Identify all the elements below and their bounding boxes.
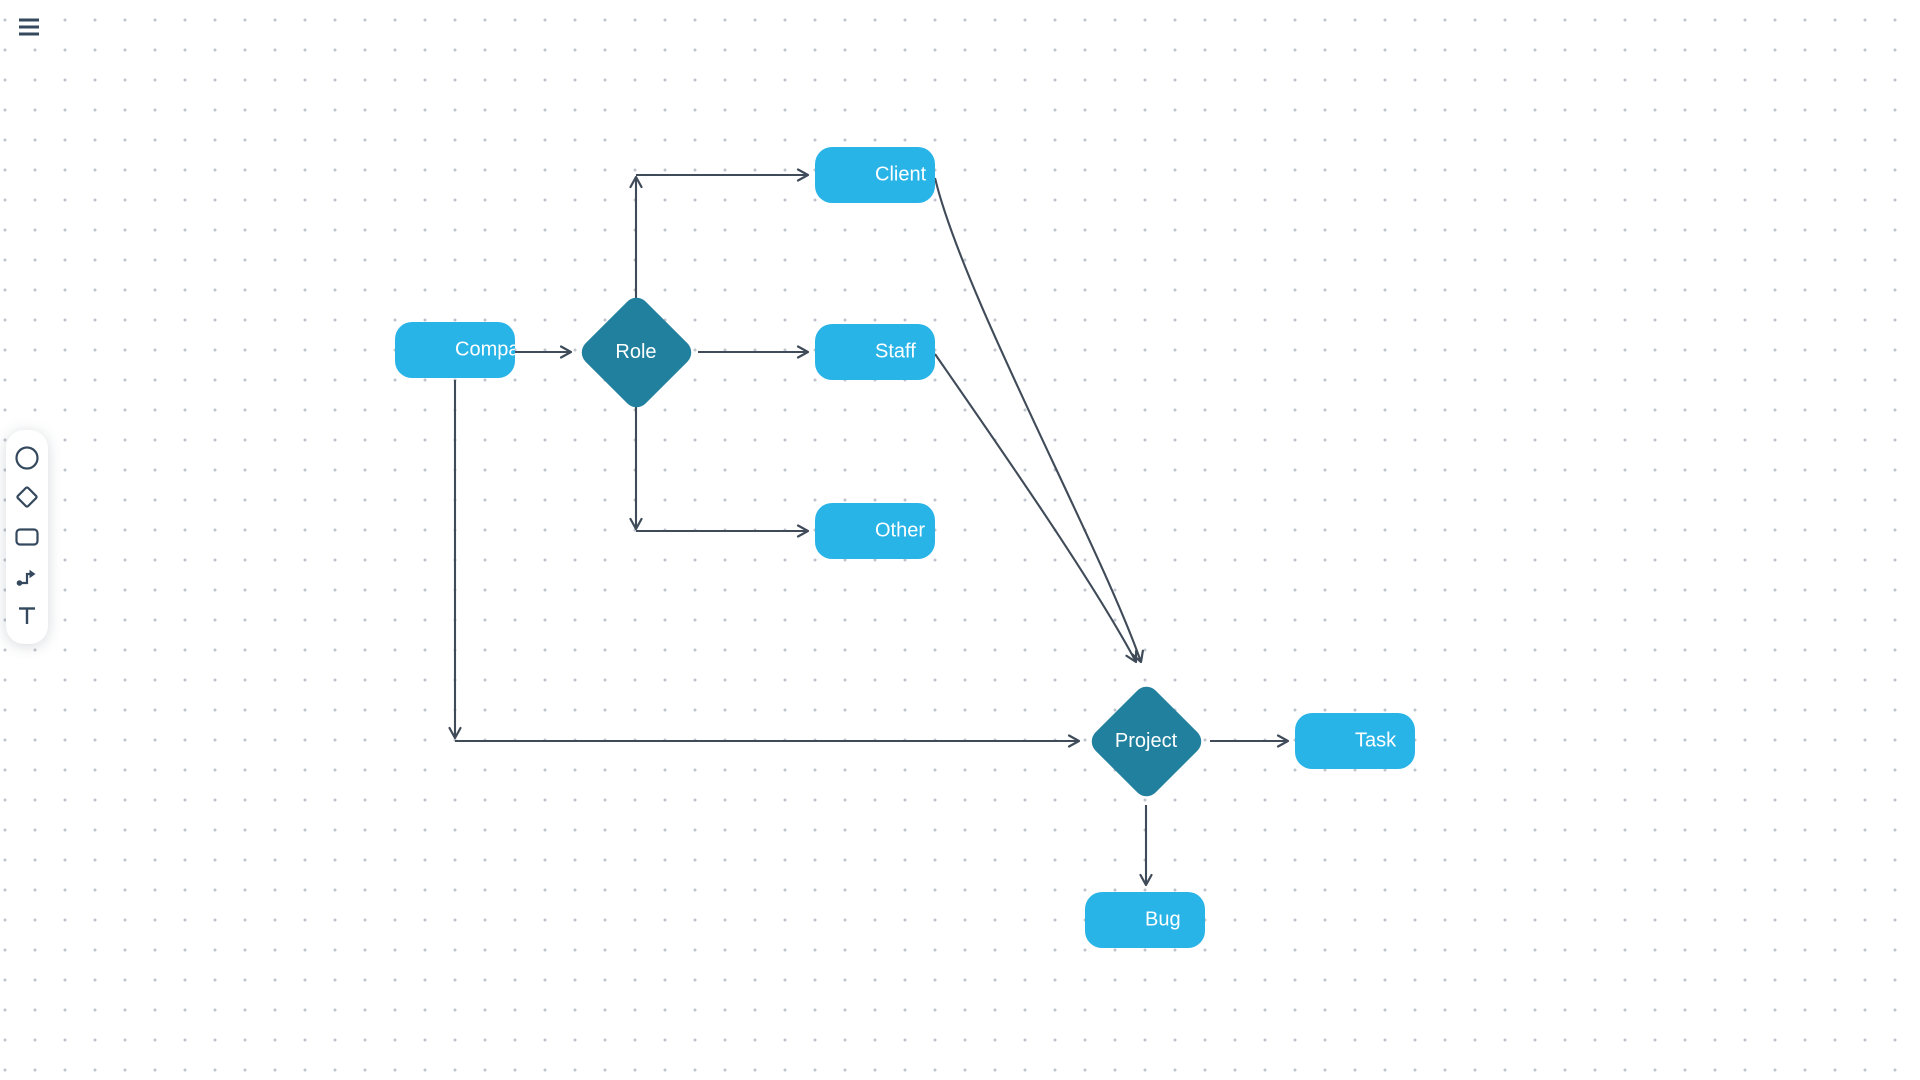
- node-role[interactable]: Role: [575, 291, 697, 413]
- hamburger-icon: [19, 18, 39, 36]
- node-task[interactable]: Task: [1295, 713, 1415, 769]
- connector-tool-button[interactable]: [11, 561, 43, 593]
- diamond-tool-button[interactable]: [11, 481, 43, 513]
- node-label-other: Other: [875, 519, 926, 542]
- node-label-project: Project: [1114, 729, 1178, 752]
- rectangle-icon: [14, 524, 40, 550]
- connector-icon: [14, 564, 40, 590]
- text-tool-button[interactable]: [11, 600, 43, 632]
- node-label-company: Company: [455, 338, 515, 361]
- diamond-icon: [14, 484, 40, 510]
- node-label-task: Task: [1355, 729, 1397, 752]
- node-other[interactable]: Other: [815, 503, 935, 559]
- node-project[interactable]: Project: [1085, 680, 1207, 802]
- node-staff[interactable]: Staff: [815, 324, 935, 380]
- node-label-bug: Bug: [1145, 908, 1181, 931]
- node-bug[interactable]: Bug: [1085, 892, 1205, 948]
- node-client[interactable]: Client: [815, 147, 935, 203]
- hamburger-menu-button[interactable]: [12, 10, 46, 44]
- circle-icon: [14, 445, 40, 471]
- node-label-client: Client: [875, 163, 927, 186]
- shape-toolbar: [6, 430, 48, 644]
- circle-tool-button[interactable]: [11, 442, 43, 474]
- node-company[interactable]: Company: [395, 322, 515, 378]
- text-icon: [14, 603, 40, 629]
- edge-staff-project[interactable]: [934, 353, 1138, 664]
- rectangle-tool-button[interactable]: [11, 521, 43, 553]
- edge-client-project[interactable]: [933, 177, 1144, 664]
- node-label-role: Role: [615, 340, 657, 363]
- node-label-staff: Staff: [875, 340, 916, 363]
